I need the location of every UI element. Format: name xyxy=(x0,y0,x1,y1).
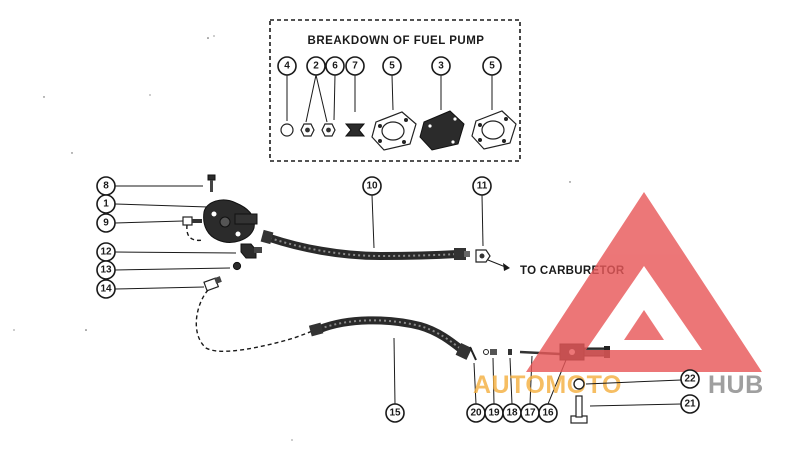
callout-2: 2 xyxy=(306,56,326,76)
svg-text:5: 5 xyxy=(389,61,395,72)
washer-part-22 xyxy=(573,378,585,390)
nut-part-2a xyxy=(300,123,315,137)
callout-21: 21 xyxy=(680,394,700,414)
svg-text:5: 5 xyxy=(489,61,495,72)
callout-12: 12 xyxy=(96,242,116,262)
nut-part-2b xyxy=(321,123,336,137)
carburetor-arrow-icon xyxy=(503,263,510,271)
upper-fuel-hose-part-10 xyxy=(260,229,470,261)
watermark-text-automoto: AUTOMOTO xyxy=(473,371,622,399)
callout-6: 6 xyxy=(325,56,345,76)
svg-text:10: 10 xyxy=(366,181,378,192)
svg-text:16: 16 xyxy=(542,408,554,419)
fitting-part-9 xyxy=(182,216,202,226)
callout-5-left: 5 xyxy=(382,56,402,76)
callout-22: 22 xyxy=(680,369,700,389)
callout-13: 13 xyxy=(96,260,116,280)
fitting-part-14 xyxy=(203,276,222,292)
breakdown-box-title: BREAKDOWN OF FUEL PUMP xyxy=(308,35,485,47)
elbow-part-12 xyxy=(240,243,262,259)
callout-19: 19 xyxy=(484,403,504,423)
valve-part-7 xyxy=(344,123,366,137)
callout-15: 15 xyxy=(385,403,405,423)
screw-part-8 xyxy=(207,174,216,192)
svg-text:1: 1 xyxy=(103,199,109,210)
svg-text:3: 3 xyxy=(438,61,444,72)
svg-text:22: 22 xyxy=(684,374,696,385)
svg-text:18: 18 xyxy=(506,408,518,419)
gasket-part-5-right xyxy=(471,110,517,150)
svg-text:2: 2 xyxy=(313,61,319,72)
svg-text:6: 6 xyxy=(332,61,338,72)
svg-text:20: 20 xyxy=(470,408,482,419)
svg-text:9: 9 xyxy=(103,218,109,229)
washer-part-20 xyxy=(469,346,477,361)
fitting-part-19 xyxy=(483,349,497,355)
callout-11: 11 xyxy=(472,176,492,196)
o-ring-part-4 xyxy=(280,123,294,137)
callout-20: 20 xyxy=(466,403,486,423)
watermark-text-hub: HUB xyxy=(708,371,764,399)
callout-17: 17 xyxy=(520,403,540,423)
svg-text:11: 11 xyxy=(477,181,488,192)
breakdown-box: BREAKDOWN OF FUEL PUMP 4 2 6 xyxy=(269,19,521,162)
svg-text:8: 8 xyxy=(103,181,109,192)
scan-specks xyxy=(13,35,571,441)
bolt-part-21 xyxy=(570,395,588,424)
callout-14: 14 xyxy=(96,279,116,299)
lower-fuel-hose-part-15 xyxy=(308,316,472,360)
gasket-part-5-left xyxy=(371,111,417,151)
callout-10: 10 xyxy=(362,176,382,196)
callout-1: 1 xyxy=(96,194,116,214)
diaphragm-part-3 xyxy=(419,110,465,151)
svg-text:13: 13 xyxy=(100,265,112,276)
svg-text:19: 19 xyxy=(488,408,500,419)
svg-text:12: 12 xyxy=(100,247,112,258)
svg-text:4: 4 xyxy=(284,61,290,72)
clip-part-18 xyxy=(508,349,512,355)
callout-18: 18 xyxy=(502,403,522,423)
callout-5-right: 5 xyxy=(482,56,502,76)
washer-part-13 xyxy=(232,261,242,271)
svg-text:15: 15 xyxy=(389,408,401,419)
automotohub-logo-icon xyxy=(526,192,762,372)
callout-8: 8 xyxy=(96,176,116,196)
svg-text:7: 7 xyxy=(352,61,358,72)
callout-3: 3 xyxy=(431,56,451,76)
svg-text:17: 17 xyxy=(524,408,536,419)
automotohub-watermark: AUTOMOTO HUB xyxy=(473,192,764,399)
callout-16: 16 xyxy=(538,403,558,423)
fuel-pump-body xyxy=(203,199,258,243)
callout-9: 9 xyxy=(96,213,116,233)
fitting-part-11 xyxy=(475,249,491,263)
callout-7: 7 xyxy=(345,56,365,76)
callout-4: 4 xyxy=(277,56,297,76)
svg-text:14: 14 xyxy=(100,284,112,295)
svg-text:21: 21 xyxy=(684,399,696,410)
